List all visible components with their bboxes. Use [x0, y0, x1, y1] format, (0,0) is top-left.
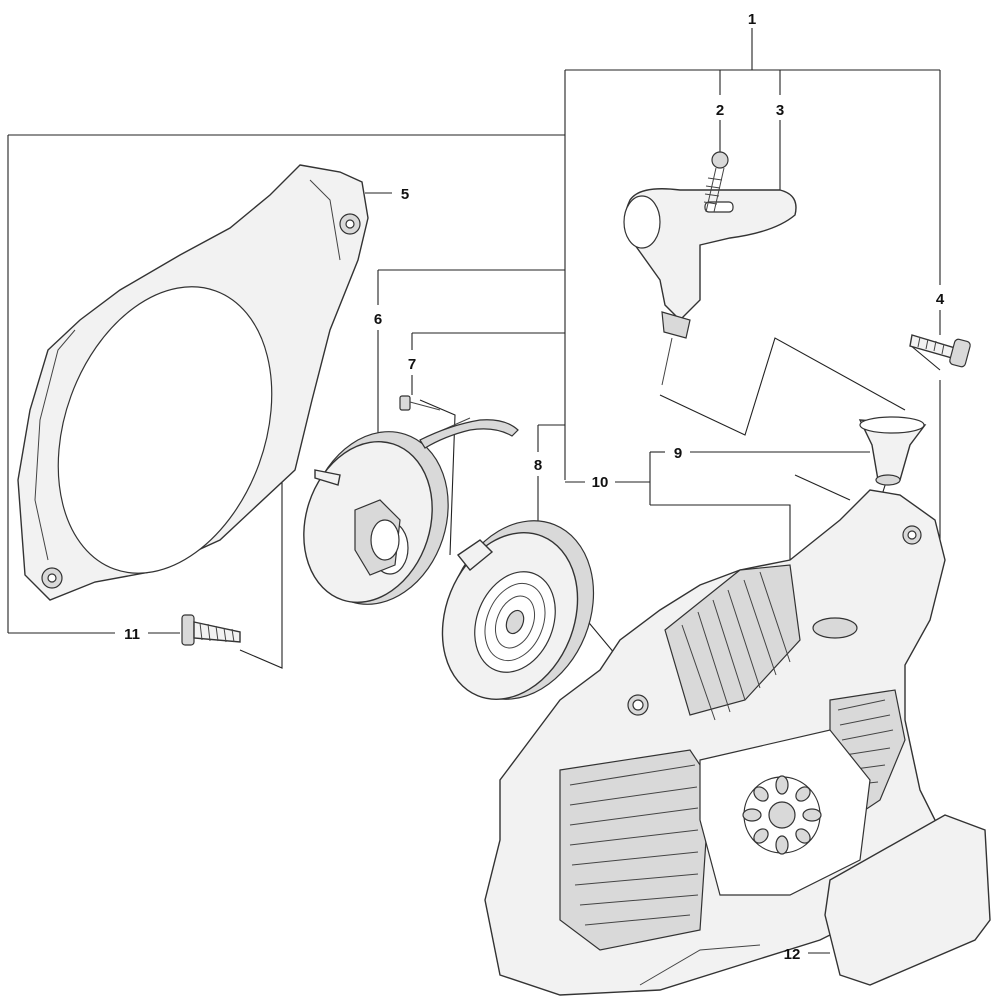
callout-labels: 1 2 3 4 5 6 7 8 9 10 11 12 — [124, 11, 945, 963]
rope-guide-part-9 — [858, 416, 927, 486]
callout-10: 10 — [592, 474, 609, 491]
callout-11: 11 — [124, 626, 140, 643]
screw-part-4 — [909, 334, 971, 368]
retainer-pin-part-2 — [703, 151, 729, 213]
fan-rosette-icon — [742, 775, 822, 855]
starter-handle-part-3 — [623, 188, 797, 386]
decal-part-12 — [824, 814, 991, 986]
callout-1: 1 — [748, 11, 756, 28]
pulley-part-6 — [303, 417, 519, 605]
bolt-part-11 — [181, 614, 241, 646]
fan-cover-part — [17, 164, 369, 601]
callout-8: 8 — [534, 457, 542, 474]
screw-part-7 — [399, 395, 441, 411]
callout-12: 12 — [784, 946, 801, 963]
callout-7: 7 — [408, 356, 416, 373]
callout-6: 6 — [374, 311, 382, 328]
callout-5: 5 — [401, 186, 409, 203]
callout-9: 9 — [674, 445, 682, 462]
callout-4: 4 — [936, 291, 945, 308]
callout-3: 3 — [776, 102, 784, 119]
starter-housing-part-10 — [484, 489, 946, 996]
spring-cassette-part-8 — [441, 520, 595, 700]
callout-2: 2 — [716, 102, 724, 119]
